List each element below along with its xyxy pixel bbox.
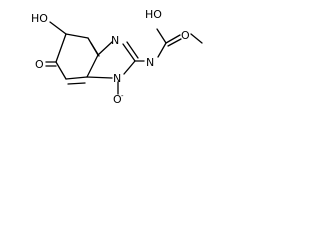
bond-ring-1 [65, 33, 89, 39]
bond-imid-1 [97, 41, 113, 56]
bond-imid-4 [86, 76, 113, 79]
structure-diagram: HO O N N O - N HO O [31, 8, 203, 106]
atom-oxo-left: O [35, 58, 44, 71]
bond-imid-2b [126, 41, 139, 59]
bond-ring-6 [55, 33, 67, 63]
bond-ring-4 [65, 76, 88, 80]
bond-group [45, 21, 203, 95]
atom-ester-o: O [181, 29, 190, 42]
bond-nh-c [157, 42, 167, 58]
molecule-canvas: HO O N N O - N HO O [0, 0, 206, 123]
atom-n-oxide-o: O [113, 93, 122, 106]
bond-ring-2b [90, 42, 100, 57]
bond-imid-2 [122, 43, 136, 62]
bond-c-oh [156, 28, 167, 44]
bond-ring-5 [55, 61, 67, 80]
bond-ring-3 [86, 54, 99, 78]
bond-imid-3 [123, 60, 136, 75]
atom-hydroxyl-left: HO [31, 12, 48, 25]
bond-o-methyl [190, 33, 203, 44]
atom-n-oxide: N [113, 72, 121, 85]
atom-nh-linker: N [146, 56, 154, 69]
bond-ring-4b [67, 82, 86, 85]
bond-ho [49, 21, 67, 35]
atom-imine-n-top: N [111, 34, 119, 47]
atom-n-oxide-charge: - [121, 92, 124, 100]
bond-c-o-ester [165, 34, 181, 44]
bond-c-o-ester-2 [167, 38, 182, 47]
atom-carbamate-oh: HO [145, 8, 162, 21]
atom-labels: HO O N N O - N HO O [31, 8, 190, 106]
